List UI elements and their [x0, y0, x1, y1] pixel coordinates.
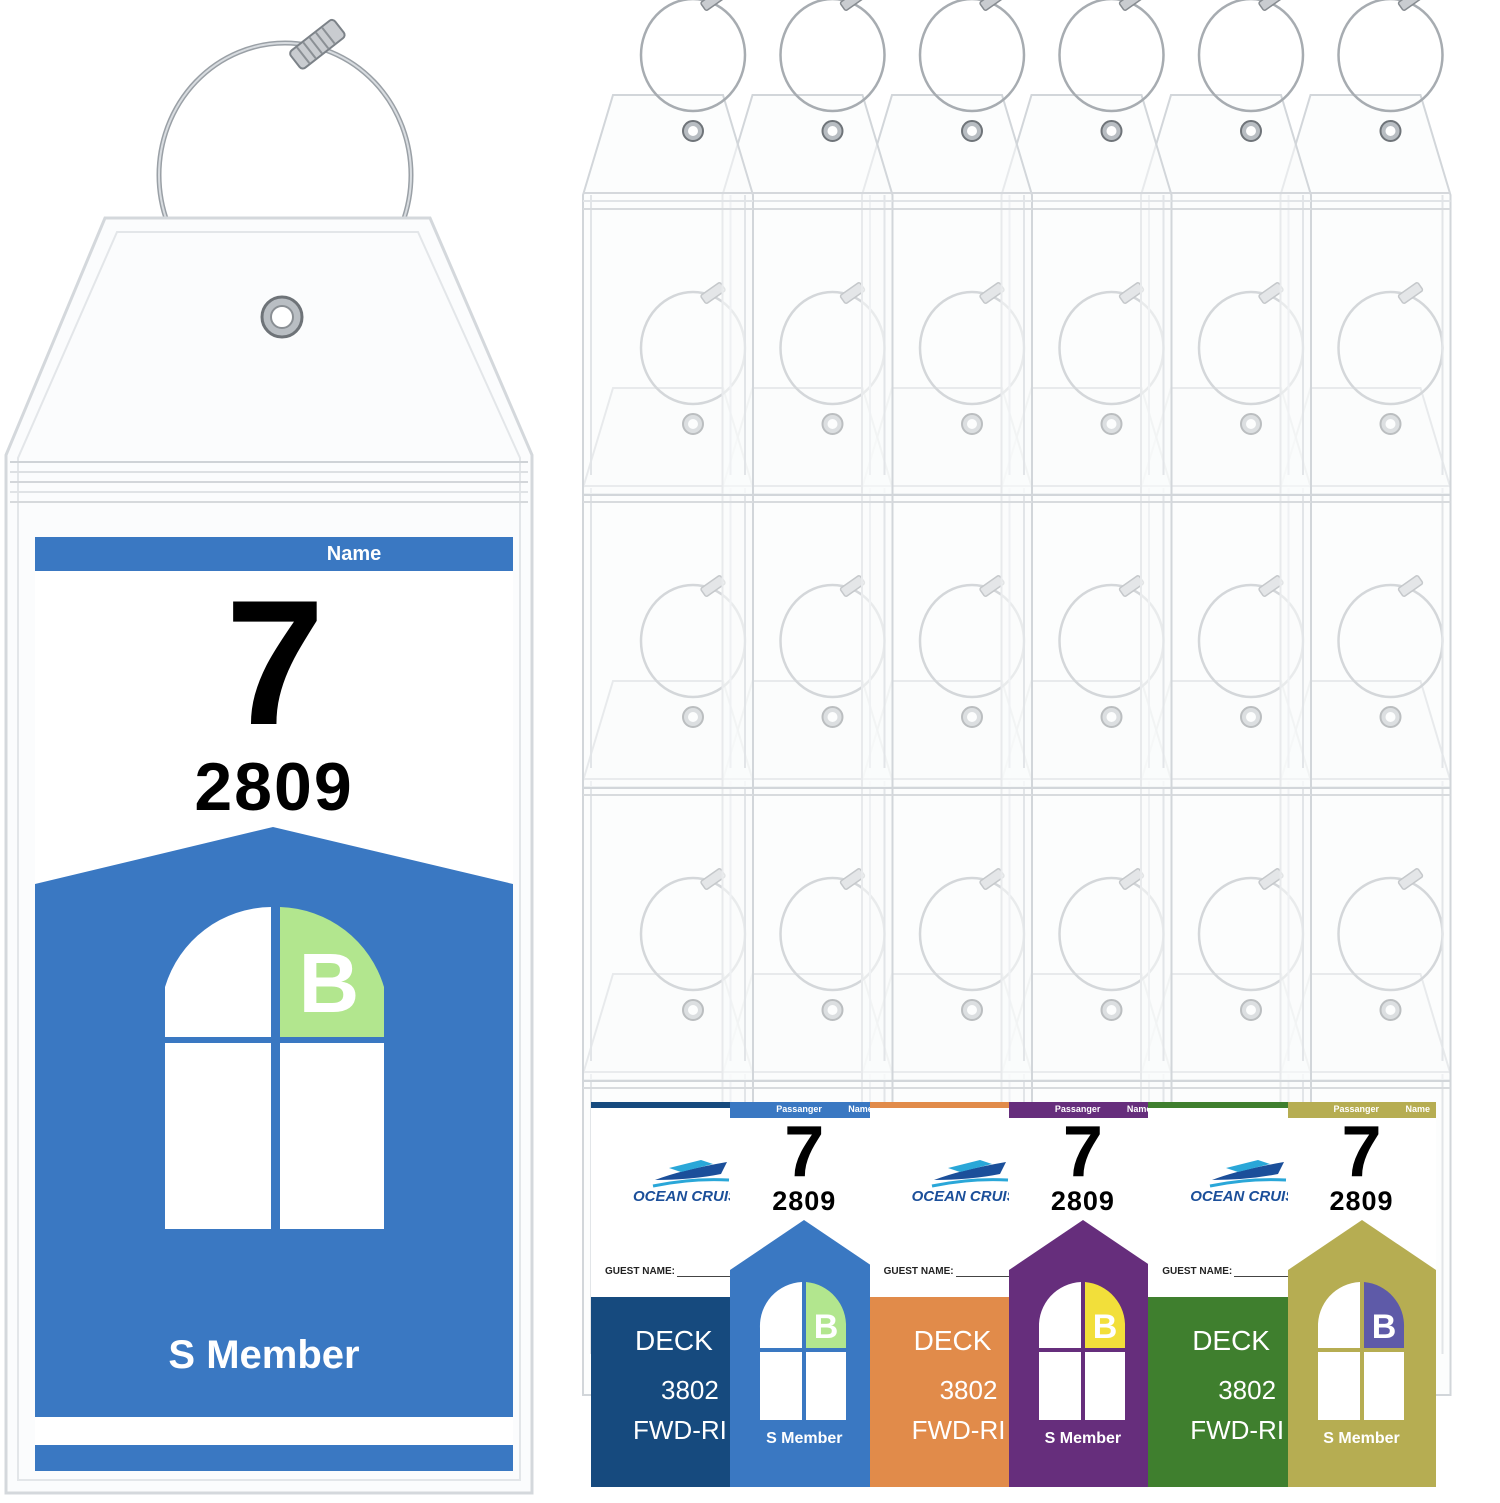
loop-screw-lock: [979, 0, 1005, 11]
brand-text: OCEAN CRUIS: [633, 1188, 739, 1205]
name-label: Name: [326, 543, 382, 565]
location-code: FWD-RI: [633, 1415, 727, 1445]
card-header-bar: [1148, 1102, 1297, 1108]
guest-name-label: GUEST NAME:: [605, 1266, 675, 1277]
loop-screw-lock: [1118, 0, 1145, 11]
card-header-bar: Passanger Name: [1008, 1102, 1157, 1118]
deck-number: 7: [1341, 1112, 1382, 1192]
ship-logo-icon: [931, 1160, 1008, 1188]
deck-label: DECK: [635, 1325, 713, 1356]
card-divider: [35, 1417, 513, 1437]
steel-loop: [918, 0, 1026, 113]
card-footer-bar: [730, 1472, 879, 1480]
brand-text: OCEAN CRUIS: [1190, 1188, 1296, 1205]
card-header-bar: Passanger Name: [730, 1102, 879, 1118]
guest-name-label: GUEST NAME:: [1162, 1266, 1233, 1277]
card-header-bar: [35, 537, 513, 571]
card-header-bar: [591, 1102, 739, 1108]
card-footer-bar: [1008, 1472, 1157, 1480]
window-letter: B: [1371, 1308, 1396, 1346]
guest-name-line: [1234, 1276, 1297, 1277]
cabin-number: 2809: [772, 1186, 837, 1216]
member-label: S Member: [168, 1333, 360, 1377]
name-label: Name: [848, 1104, 873, 1114]
deck-label: DECK: [913, 1325, 992, 1356]
deck-number: 7: [784, 1112, 825, 1192]
deck-label: DECK: [1192, 1325, 1270, 1356]
brand-text: OCEAN CRUIS: [911, 1188, 1017, 1205]
location-code: FWD-RI: [911, 1415, 1006, 1445]
house-graphic: B: [730, 1220, 879, 1487]
ship-logo-icon: [1209, 1160, 1287, 1188]
loop-screw-lock: [1258, 0, 1284, 11]
steel-loop: [639, 0, 747, 113]
passenger-label: Passanger: [1054, 1104, 1101, 1114]
name-label: Name: [1126, 1104, 1152, 1114]
deck-number: 7: [1062, 1112, 1103, 1192]
featured-card: Name 7 2809 B S Member: [35, 537, 513, 1471]
house-graphic: B: [1287, 1220, 1436, 1487]
guest-name-line: [955, 1276, 1018, 1277]
loop-screw-lock: [700, 0, 726, 11]
clear-holder: [861, 0, 1033, 496]
cabin-number: 2809: [1050, 1186, 1115, 1216]
passenger-label: Passanger: [776, 1104, 822, 1114]
loop-screw-lock: [839, 0, 866, 11]
card-footer-bar: [35, 1445, 513, 1471]
clear-holder: [582, 0, 754, 496]
card-header-bar: [869, 1102, 1018, 1108]
deck-value: 3802: [1218, 1375, 1277, 1405]
window-letter: B: [299, 936, 360, 1030]
steel-loop: [1058, 0, 1165, 113]
house-graphic: B: [35, 827, 513, 1427]
house-graphic: B: [1008, 1220, 1157, 1487]
cabin-number: 2809: [194, 749, 354, 825]
guest-name-label: GUEST NAME:: [883, 1266, 954, 1277]
location-code: FWD-RI: [1190, 1415, 1285, 1445]
deck-number: 7: [225, 563, 325, 762]
steel-loop: [779, 0, 886, 113]
deck-value: 3802: [661, 1375, 719, 1405]
steel-loop: [1337, 0, 1444, 113]
guest-name-line: [677, 1276, 739, 1277]
loop-screw-lock: [1397, 0, 1424, 11]
member-label: S Member: [766, 1430, 843, 1447]
loop-screw-lock: [289, 18, 346, 70]
clear-holder: [721, 0, 894, 496]
deck-value: 3802: [939, 1375, 998, 1405]
passenger-label: Passanger: [1333, 1104, 1380, 1114]
member-label: S Member: [1044, 1430, 1122, 1447]
card-footer-bar: [1287, 1472, 1436, 1480]
window-letter: B: [1093, 1308, 1118, 1346]
steel-loop: [1197, 0, 1305, 113]
window-letter: B: [814, 1308, 839, 1346]
ship-logo-icon: [652, 1160, 730, 1188]
card-header-bar: Passanger Name: [1287, 1102, 1436, 1118]
member-label: S Member: [1323, 1430, 1400, 1447]
cabin-number: 2809: [1329, 1186, 1394, 1216]
name-label: Name: [1405, 1104, 1431, 1114]
